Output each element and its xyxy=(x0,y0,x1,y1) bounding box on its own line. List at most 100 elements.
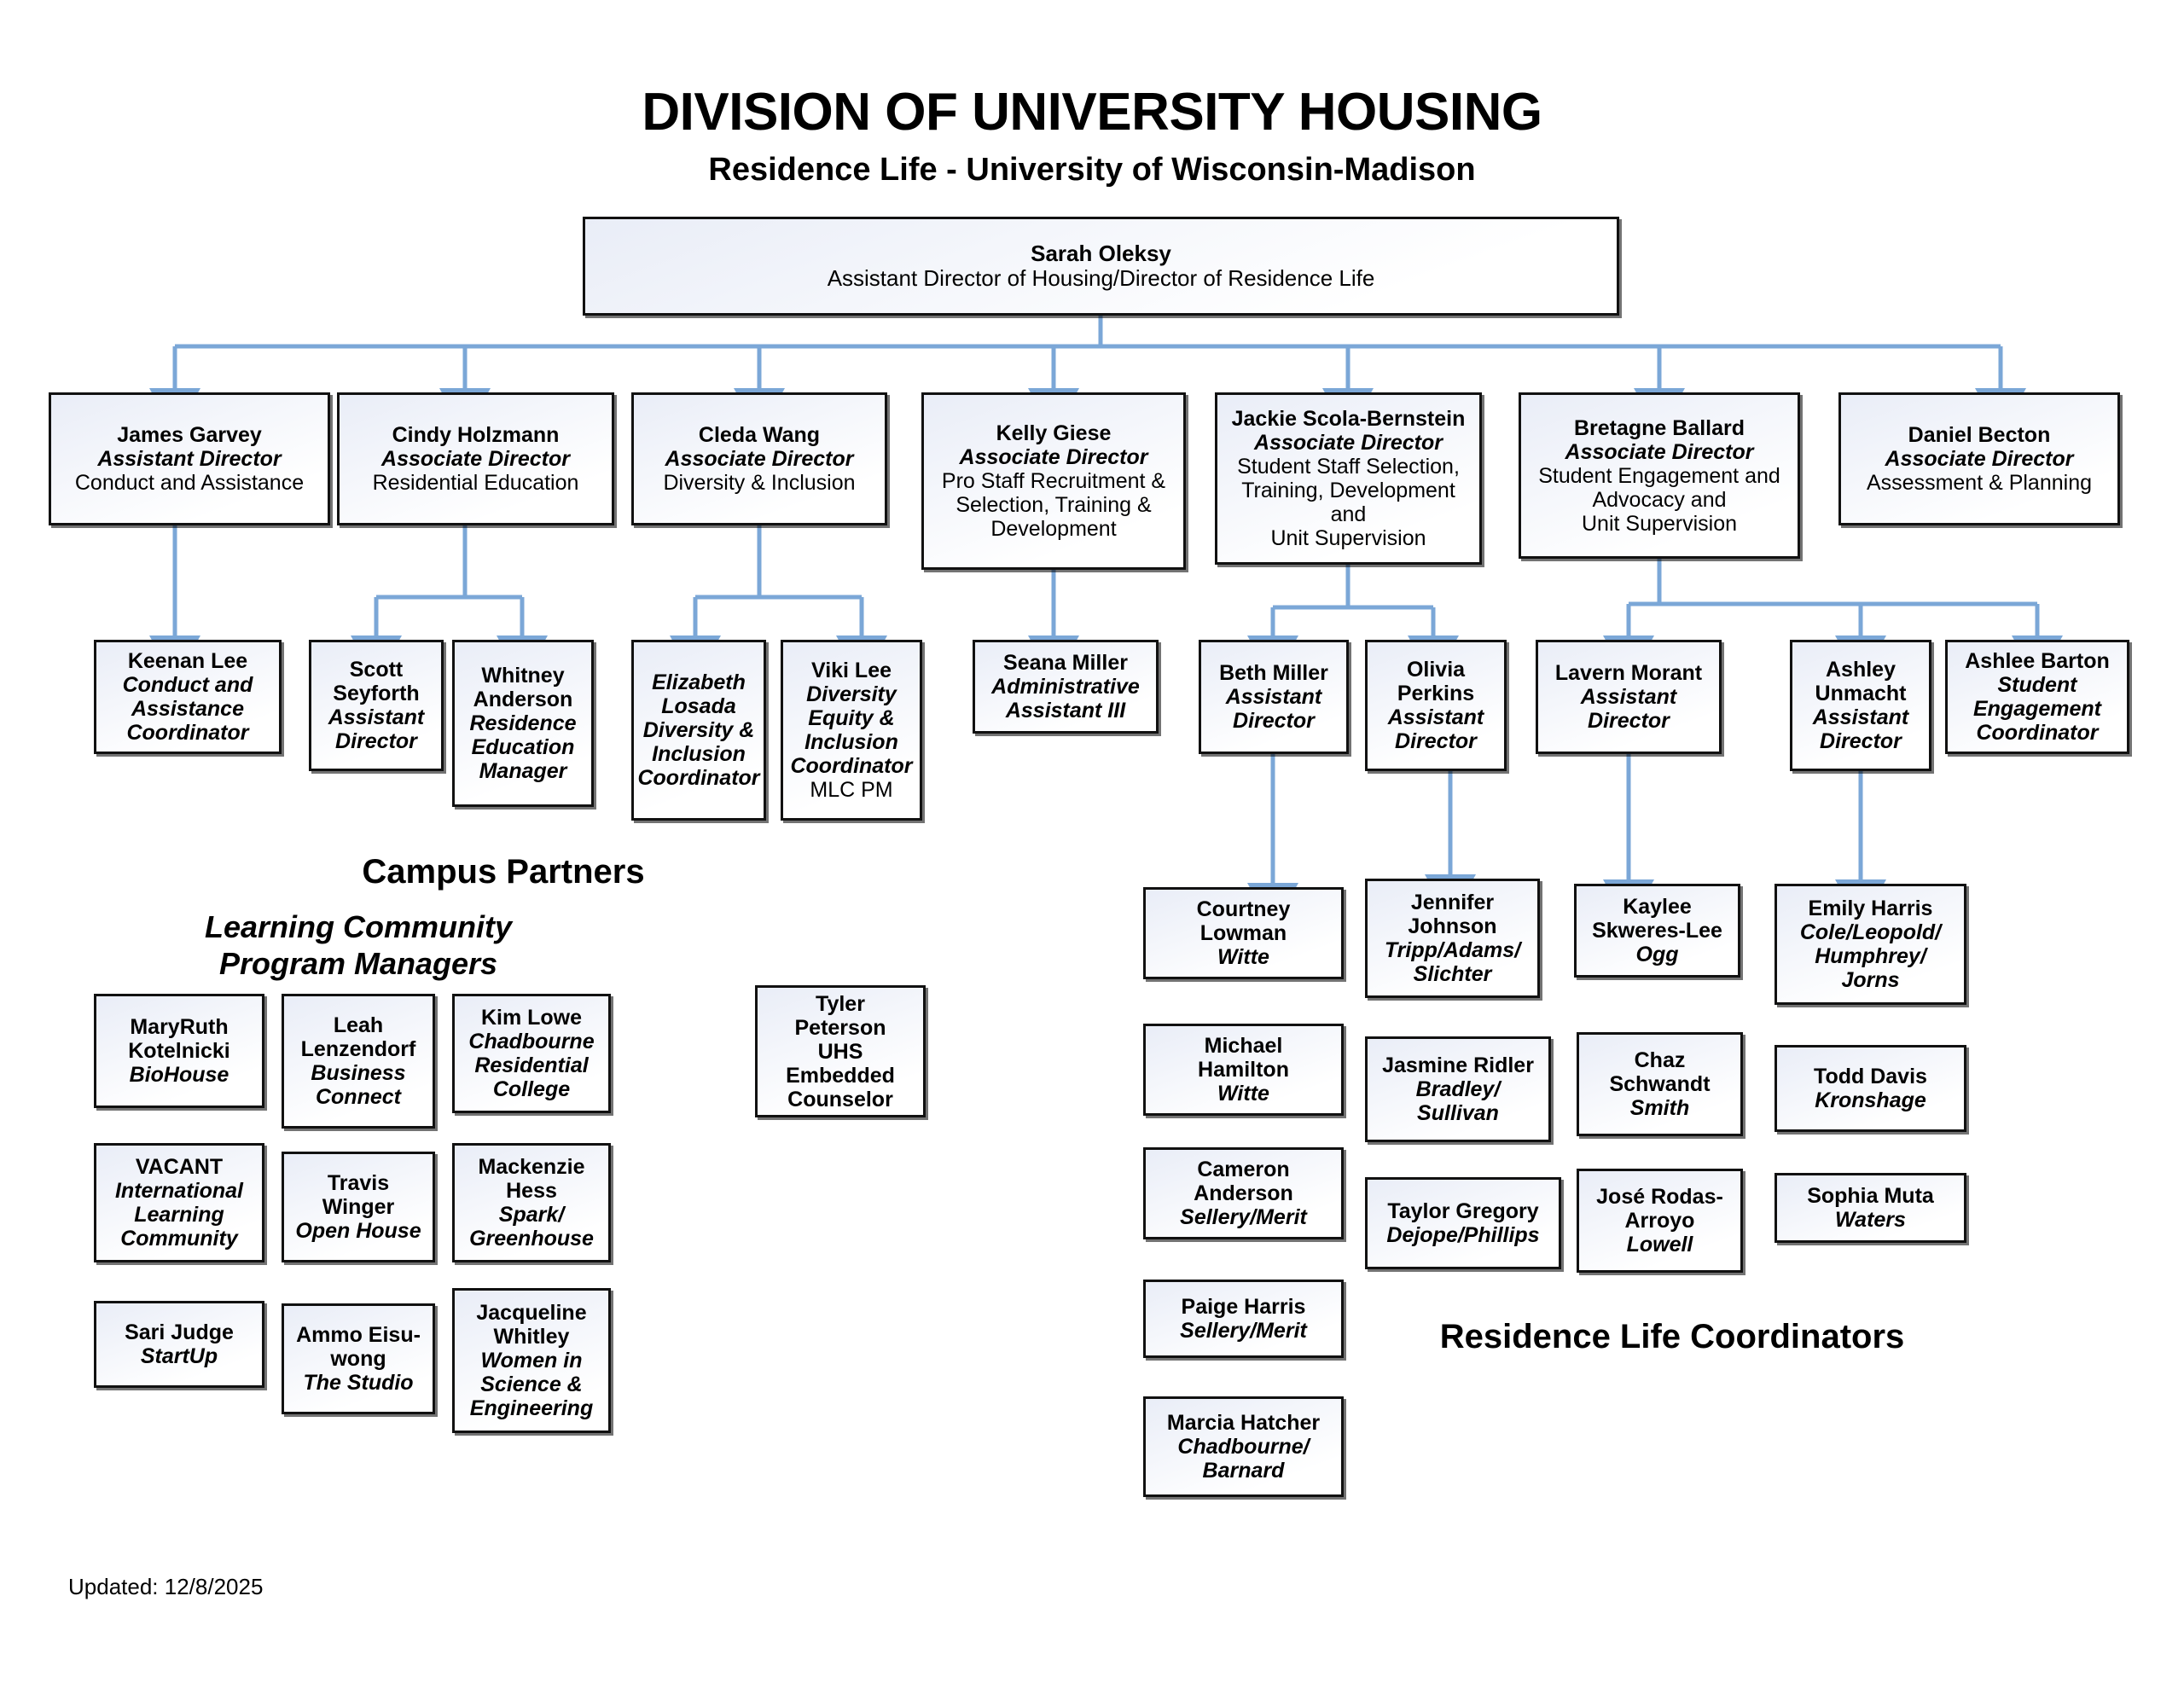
org-box-staff-9[interactable]: Ashley Unmacht Assistant Director xyxy=(1790,640,1931,771)
lcpm-name: MaryRuth Kotelnicki xyxy=(128,1015,230,1063)
org-box-staff-6[interactable]: Beth Miller Assistant Director xyxy=(1199,640,1349,754)
lcpm-program: International Learning Community xyxy=(114,1179,243,1251)
coordinator-area: Bradley/ Sullivan xyxy=(1415,1077,1501,1125)
staff-name: Viki Lee xyxy=(810,659,892,682)
lcpm-program: Chadbourne Residential College xyxy=(468,1030,595,1101)
org-box-staff-8[interactable]: Lavern Morant Assistant Director xyxy=(1536,640,1722,754)
director-desc: Student Staff Selection, Training, Devel… xyxy=(1237,455,1460,550)
staff-role: Assistant Director xyxy=(1812,705,1909,753)
org-box-lcpm-4[interactable]: Travis Winger Open House xyxy=(282,1152,435,1262)
staff-role: Diversity Equity & Inclusion Coordinator xyxy=(790,682,913,778)
org-box-campus-partner-0[interactable]: Tyler Peterson UHS Embedded Counselor xyxy=(755,985,926,1117)
org-box-root[interactable]: Sarah Oleksy Assistant Director of Housi… xyxy=(583,217,1619,316)
lcpm-program: BioHouse xyxy=(129,1063,229,1087)
lcpm-program: Business Connect xyxy=(311,1061,406,1109)
staff-name: Ashlee Barton xyxy=(1965,649,2110,673)
coordinator-area: Witte xyxy=(1217,1082,1269,1106)
org-box-director-0[interactable]: James Garvey Assistant Director Conduct … xyxy=(49,392,330,525)
org-box-coordinator-9[interactable]: Chaz Schwandt Smith xyxy=(1577,1032,1743,1136)
org-box-coordinator-4[interactable]: Marcia Hatcher Chadbourne/ Barnard xyxy=(1143,1396,1344,1497)
director-desc: Assessment & Planning xyxy=(1866,471,2093,495)
director-desc: Residential Education xyxy=(372,471,579,495)
root-desc: Assistant Director of Housing/Director o… xyxy=(827,265,1375,291)
lcpm-name: VACANT xyxy=(135,1155,224,1179)
director-name: Jackie Scola-Bernstein xyxy=(1231,407,1466,431)
learning-community-heading: Learning Community Program Managers xyxy=(204,909,513,982)
staff-name: Beth Miller xyxy=(1219,661,1328,685)
director-name: Cleda Wang xyxy=(698,423,821,447)
updated-date: Updated: 12/8/2025 xyxy=(68,1574,264,1599)
director-role: Associate Director xyxy=(665,447,854,471)
coordinator-name: Marcia Hatcher xyxy=(1166,1411,1321,1435)
director-name: James Garvey xyxy=(117,423,262,447)
coordinator-name: Jasmine Ridler xyxy=(1382,1053,1534,1077)
org-box-staff-0[interactable]: Keenan Lee Conduct and Assistance Coordi… xyxy=(94,640,282,754)
org-box-coordinator-8[interactable]: Kaylee Skweres-Lee Ogg xyxy=(1574,884,1740,978)
org-box-lcpm-0[interactable]: MaryRuth Kotelnicki BioHouse xyxy=(94,994,264,1108)
org-box-coordinator-5[interactable]: Jennifer Johnson Tripp/Adams/ Slichter xyxy=(1365,879,1540,998)
director-desc: Student Engagement and Advocacy and Unit… xyxy=(1538,463,1780,536)
coordinator-name: Chaz Schwandt xyxy=(1609,1048,1711,1096)
org-box-coordinator-1[interactable]: Michael Hamilton Witte xyxy=(1143,1024,1344,1116)
staff-desc: MLC PM xyxy=(810,778,893,802)
root-name: Sarah Oleksy xyxy=(1031,240,1171,266)
org-box-lcpm-1[interactable]: Leah Lenzendorf Business Connect xyxy=(282,994,435,1129)
coordinator-area: Lowell xyxy=(1626,1233,1693,1256)
org-box-director-6[interactable]: Daniel Becton Associate Director Assessm… xyxy=(1838,392,2120,525)
staff-name: Olivia Perkins xyxy=(1397,658,1475,705)
org-box-staff-5[interactable]: Seana Miller Administrative Assistant II… xyxy=(973,640,1159,734)
lcpm-program: Open House xyxy=(295,1219,421,1243)
org-box-coordinator-7[interactable]: Taylor Gregory Dejope/Phillips xyxy=(1365,1177,1561,1269)
org-box-coordinator-12[interactable]: Todd Davis Kronshage xyxy=(1774,1045,1966,1132)
staff-name: Ashley Unmacht xyxy=(1815,658,1907,705)
org-box-staff-10[interactable]: Ashlee Barton Student Engagement Coordin… xyxy=(1945,640,2129,754)
org-box-staff-2[interactable]: Whitney Anderson Residence Education Man… xyxy=(452,640,594,807)
org-box-coordinator-0[interactable]: Courtney Lowman Witte xyxy=(1143,887,1344,979)
lcpm-program: Women in Science & Engineering xyxy=(469,1349,594,1420)
director-name: Kelly Giese xyxy=(996,421,1112,445)
coordinator-name: Jennifer Johnson xyxy=(1408,891,1497,938)
org-box-director-5[interactable]: Bretagne Ballard Associate Director Stud… xyxy=(1519,392,1800,559)
coordinator-name: Courtney Lowman xyxy=(1196,897,1291,945)
coordinator-name: Kaylee Skweres-Lee xyxy=(1592,895,1722,943)
org-box-coordinator-2[interactable]: Cameron Anderson Sellery/Merit xyxy=(1143,1147,1344,1239)
org-box-lcpm-2[interactable]: Kim Lowe Chadbourne Residential College xyxy=(452,994,611,1113)
org-box-coordinator-10[interactable]: José Rodas- Arroyo Lowell xyxy=(1577,1169,1743,1273)
director-role: Associate Director xyxy=(1565,439,1754,464)
org-box-lcpm-6[interactable]: Sari Judge StartUp xyxy=(94,1301,264,1388)
lcpm-program: StartUp xyxy=(140,1344,218,1368)
org-box-director-2[interactable]: Cleda Wang Associate Director Diversity … xyxy=(631,392,887,525)
staff-name: Elizabeth Losada xyxy=(652,670,746,718)
coordinator-name: Taylor Gregory xyxy=(1387,1199,1539,1223)
org-box-staff-1[interactable]: Scott Seyforth Assistant Director xyxy=(309,640,444,771)
lcpm-name: Kim Lowe xyxy=(480,1006,583,1030)
org-box-staff-3[interactable]: Elizabeth Losada Diversity & Inclusion C… xyxy=(631,640,766,821)
org-box-staff-4[interactable]: Viki Lee Diversity Equity & Inclusion Co… xyxy=(781,640,922,821)
lcpm-program: The Studio xyxy=(303,1371,414,1395)
org-box-lcpm-3[interactable]: VACANT International Learning Community xyxy=(94,1143,264,1262)
org-box-lcpm-8[interactable]: Jacqueline Whitley Women in Science & En… xyxy=(452,1288,611,1433)
director-desc: Diversity & Inclusion xyxy=(663,471,856,495)
org-box-staff-7[interactable]: Olivia Perkins Assistant Director xyxy=(1365,640,1507,771)
org-box-director-4[interactable]: Jackie Scola-Bernstein Associate Directo… xyxy=(1215,392,1482,565)
org-box-coordinator-13[interactable]: Sophia Muta Waters xyxy=(1774,1173,1966,1243)
org-box-coordinator-11[interactable]: Emily Harris Cole/Leopold/ Humphrey/ Jor… xyxy=(1774,884,1966,1005)
coordinator-area: Smith xyxy=(1629,1096,1690,1120)
org-box-lcpm-5[interactable]: Mackenzie Hess Spark/ Greenhouse xyxy=(452,1143,611,1262)
org-box-coordinator-3[interactable]: Paige Harris Sellery/Merit xyxy=(1143,1280,1344,1358)
lcpm-program: Spark/ Greenhouse xyxy=(469,1203,594,1251)
coordinator-name: Emily Harris xyxy=(1808,897,1933,920)
org-box-coordinator-6[interactable]: Jasmine Ridler Bradley/ Sullivan xyxy=(1365,1036,1551,1142)
staff-name: Scott Seyforth xyxy=(333,658,420,705)
coordinator-area: Cole/Leopold/ Humphrey/ Jorns xyxy=(1799,920,1942,992)
lcpm-name: Sari Judge xyxy=(125,1320,234,1344)
org-box-director-1[interactable]: Cindy Holzmann Associate Director Reside… xyxy=(337,392,614,525)
coordinator-name: Paige Harris xyxy=(1181,1295,1306,1319)
coordinator-area: Waters xyxy=(1835,1208,1906,1232)
residence-life-coordinators-heading: Residence Life Coordinators xyxy=(1439,1318,1905,1355)
org-box-director-3[interactable]: Kelly Giese Associate Director Pro Staff… xyxy=(921,392,1186,570)
coordinator-area: Chadbourne/ Barnard xyxy=(1177,1435,1310,1483)
org-box-lcpm-7[interactable]: Ammo Eisu- wong The Studio xyxy=(282,1303,435,1414)
coordinator-area: Tripp/Adams/ Slichter xyxy=(1384,938,1521,986)
